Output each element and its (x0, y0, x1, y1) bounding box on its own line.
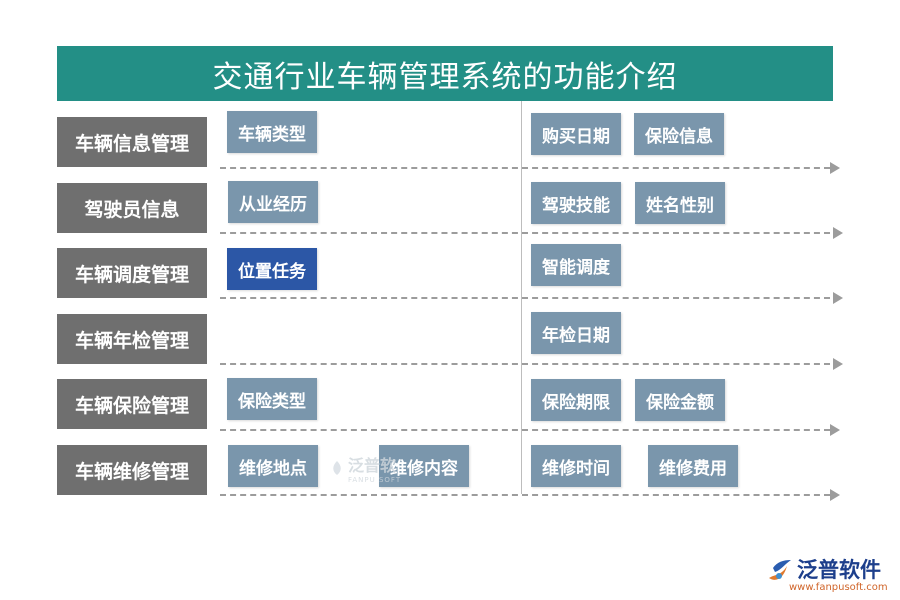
row-label-maintenance[interactable]: 车辆维修管理 (57, 445, 207, 495)
tag-repair-content[interactable]: 维修内容 (379, 445, 469, 487)
tag-repair-cost[interactable]: 维修费用 (648, 445, 738, 487)
tag-insurance-period[interactable]: 保险期限 (531, 379, 621, 421)
logo-url: www.fanpusoft.com (789, 582, 888, 593)
row-label-dispatch[interactable]: 车辆调度管理 (57, 248, 207, 298)
page-title: 交通行业车辆管理系统的功能介绍 (57, 46, 833, 101)
row-connector (220, 363, 830, 365)
tag-work-experience[interactable]: 从业经历 (228, 181, 318, 223)
tag-location-task[interactable]: 位置任务 (227, 248, 317, 290)
tag-smart-dispatch[interactable]: 智能调度 (531, 244, 621, 286)
tag-inspection-date[interactable]: 年检日期 (531, 312, 621, 354)
row-connector (220, 429, 830, 431)
arrow-icon (833, 292, 843, 304)
tag-insurance-type[interactable]: 保险类型 (227, 378, 317, 420)
row-label-vehicle-info[interactable]: 车辆信息管理 (57, 117, 207, 167)
tag-insurance-info[interactable]: 保险信息 (634, 113, 724, 155)
tag-purchase-date[interactable]: 购买日期 (531, 113, 621, 155)
row-connector (220, 232, 830, 234)
row-label-insurance[interactable]: 车辆保险管理 (57, 379, 207, 429)
watermark-leaf-icon (333, 461, 341, 475)
tag-repair-time[interactable]: 维修时间 (531, 445, 621, 487)
row-connector (220, 167, 830, 169)
arrow-icon (833, 227, 843, 239)
watermark-sub: FANPU SOFT (348, 476, 402, 484)
tag-vehicle-type[interactable]: 车辆类型 (227, 111, 317, 153)
arrow-icon (830, 162, 840, 174)
arrow-icon (830, 424, 840, 436)
tag-insurance-amount[interactable]: 保险金额 (635, 379, 725, 421)
tag-driving-skill[interactable]: 驾驶技能 (531, 182, 621, 224)
watermark-name: 泛普软 (348, 456, 397, 475)
arrow-icon (833, 358, 843, 370)
tag-repair-location[interactable]: 维修地点 (228, 445, 318, 487)
tag-name-gender[interactable]: 姓名性别 (635, 182, 725, 224)
row-label-driver-info[interactable]: 驾驶员信息 (57, 183, 207, 233)
logo-icon (769, 560, 791, 580)
brand-logo: 泛普软件 www.fanpusoft.com (765, 554, 895, 596)
logo-name: 泛普软件 (797, 558, 881, 582)
row-connector (220, 494, 830, 496)
arrow-icon (830, 489, 840, 501)
row-label-annual-inspection[interactable]: 车辆年检管理 (57, 314, 207, 364)
row-connector (220, 297, 830, 299)
watermark: 泛普软 FANPU SOFT (330, 452, 401, 484)
